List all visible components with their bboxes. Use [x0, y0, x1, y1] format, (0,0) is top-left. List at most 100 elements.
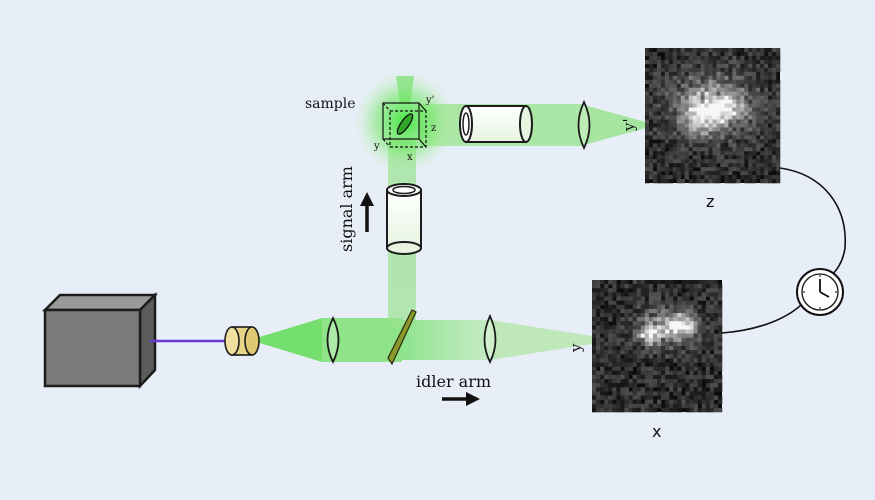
- detector-pixel: [596, 333, 601, 339]
- detector-pixel: [681, 379, 686, 384]
- detector-pixel: [672, 143, 678, 148]
- detector-pixel: [604, 321, 609, 326]
- detector-pixel: [592, 395, 597, 400]
- detector-pixel: [708, 83, 713, 89]
- detector-pixel: [665, 321, 670, 326]
- detector-pixel: [716, 51, 721, 57]
- detector-pixel: [648, 403, 654, 409]
- detector-pixel: [700, 59, 705, 65]
- detector-pixel: [705, 362, 711, 367]
- detector-pixel: [669, 346, 674, 351]
- detector-pixel: [700, 95, 705, 100]
- detector-pixel: [685, 350, 690, 355]
- detector-pixel: [672, 127, 678, 132]
- detector-pixel: [689, 391, 694, 396]
- detector-pixel: [740, 115, 745, 120]
- detector-pixel: [709, 379, 715, 384]
- detector-pixel: [700, 179, 705, 184]
- detector-pixel: [712, 67, 717, 73]
- detector-pixel: [713, 325, 719, 330]
- detector-pixel: [636, 288, 642, 293]
- detector-pixel: [648, 308, 654, 314]
- detector-pixel: [676, 171, 682, 176]
- detector-pixel: [693, 383, 698, 388]
- detector-pixel: [760, 159, 765, 164]
- detector-pixel: [708, 123, 713, 128]
- detector-pixel: [616, 337, 621, 343]
- detector-pixel: [672, 131, 678, 136]
- detector-pixel: [632, 284, 637, 289]
- detector-pixel: [648, 337, 654, 343]
- detector-pixel: [628, 403, 633, 409]
- detector-pixel: [701, 403, 707, 409]
- detector-pixel: [608, 354, 613, 359]
- detector-pixel: [664, 139, 670, 144]
- detector-pixel: [689, 321, 694, 326]
- detector-pixel: [664, 103, 670, 108]
- detector-pixel: [620, 387, 625, 392]
- detector-pixel: [628, 321, 633, 326]
- detector-pixel: [632, 395, 637, 400]
- detector-pixel: [652, 296, 658, 301]
- detector-pixel: [644, 391, 650, 396]
- detector-pixel: [660, 123, 666, 128]
- detector-pixel: [648, 67, 654, 73]
- detector-pixel: [669, 341, 674, 347]
- objective-signal-vertical: [386, 183, 422, 255]
- detector-pixel: [693, 337, 698, 343]
- detector-pixel: [604, 333, 609, 339]
- detector-pixel: [673, 374, 678, 380]
- detector-pixel: [668, 99, 674, 104]
- detector-pixel: [596, 370, 601, 376]
- detector-pixel: [684, 63, 689, 69]
- detector-pixel: [652, 374, 658, 380]
- detector-pixel: [776, 51, 781, 57]
- detector-pixel: [724, 111, 729, 116]
- detector-pixel: [700, 127, 705, 132]
- detector-pixel: [760, 119, 765, 124]
- detector-pixel: [668, 123, 674, 128]
- detector-pixel: [776, 83, 781, 89]
- detector-pixel: [657, 379, 662, 384]
- detector-pixel: [657, 383, 662, 388]
- detector-pixel: [604, 325, 609, 330]
- detector-pixel: [688, 139, 693, 144]
- detector-pixel: [764, 83, 769, 89]
- detector-pixel: [661, 379, 666, 384]
- detector-pixel: [764, 139, 769, 144]
- detector-pixel: [648, 71, 654, 77]
- detector-pixel: [717, 407, 723, 413]
- detector-pixel: [697, 391, 702, 396]
- detector-pixel: [608, 395, 613, 400]
- detector-pixel: [688, 159, 693, 164]
- detector-pixel: [668, 143, 674, 148]
- detector-pixel: [705, 333, 711, 339]
- detector-pixel: [628, 308, 633, 314]
- detector-pixel: [748, 119, 753, 124]
- detector-pixel: [696, 123, 701, 128]
- detector-pixel: [697, 350, 702, 355]
- detector-pixel: [697, 300, 702, 306]
- detector-pixel: [657, 366, 662, 372]
- detector-pixel: [644, 366, 650, 372]
- detector-pixel: [656, 147, 662, 152]
- detector-pixel: [748, 147, 753, 152]
- detector-pixel: [681, 308, 686, 314]
- detector-pixel: [645, 87, 650, 92]
- cube-axis-y: y: [373, 141, 380, 152]
- detector-pixel: [736, 127, 741, 132]
- detector-pixel: [656, 179, 662, 184]
- detector-pixel: [620, 407, 625, 413]
- detector-pixel: [668, 119, 674, 124]
- detector-pixel: [709, 362, 715, 367]
- detector-pixel: [709, 325, 715, 330]
- detector-pixel: [700, 171, 705, 176]
- detector-pixel: [748, 155, 753, 160]
- detector-pixel: [697, 387, 702, 392]
- detector-pixel: [744, 75, 749, 81]
- detector-pixel: [600, 379, 605, 384]
- detector-pixel: [600, 346, 605, 351]
- detector-pixel: [720, 83, 725, 89]
- detector-pixel: [648, 313, 654, 318]
- detector-pixel: [684, 119, 689, 124]
